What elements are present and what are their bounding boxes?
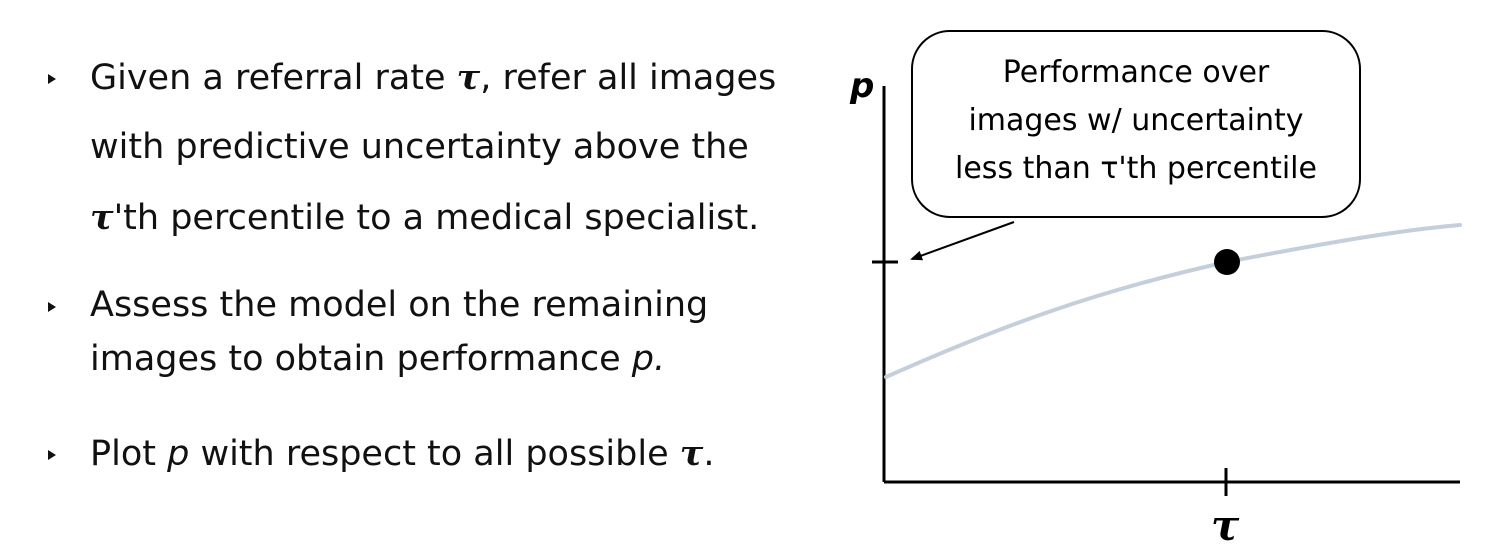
bullet-item-1-line-2: with predictive uncertainty above the: [90, 130, 749, 165]
curve-point-marker: [1214, 249, 1240, 275]
callout-line-2: images w/ uncertainty: [968, 103, 1303, 138]
performance-curve: [884, 223, 1462, 379]
bullet-3-text-b: with respect to all possible: [189, 434, 680, 474]
bullet-item-1-line-3: τ'th percentile to a medical specialist.: [90, 200, 759, 236]
y-axis-label: p: [849, 66, 874, 106]
callout-line-3: less than τ'th percentile: [955, 151, 1317, 186]
bullet-triangle-icon: [48, 74, 56, 84]
bullet-1-line-3-text: 'th percentile to a medical specialist.: [113, 198, 760, 238]
bullet-2-line-1-text: Assess the model on the remaining: [90, 285, 709, 325]
bullet-3-p-symbol: p: [167, 434, 190, 474]
bullet-3-text-a: Plot: [90, 434, 168, 474]
bullet-1-line-3-tau-symbol: τ: [90, 197, 114, 238]
bullet-2-line-2-text-a: images to obtain performance: [90, 339, 632, 379]
bullet-1-tau-symbol: τ: [456, 57, 481, 98]
x-axis-label: τ: [1211, 501, 1240, 550]
bullet-triangle-icon: [48, 302, 56, 312]
bullet-1-text-b: , refer all images: [480, 58, 777, 98]
bullet-1-text-a: Given a referral rate: [90, 58, 457, 98]
bullet-triangle-icon: [48, 450, 56, 460]
bullet-item-2-line-1: Assess the model on the remaining: [48, 285, 709, 325]
bullet-item-1-line-1: Given a referral rate τ, refer all image…: [48, 57, 777, 98]
bullet-3-text-c: .: [703, 434, 715, 474]
bullet-item-2-line-2: images to obtain performance p.: [90, 342, 665, 377]
bullet-3-tau-symbol: τ: [679, 433, 704, 474]
bullet-list: Given a referral rate τ, refer all image…: [48, 57, 777, 474]
bullet-1-line-2-text: with predictive uncertainty above the: [90, 127, 749, 167]
bullet-item-3: Plot p with respect to all possible τ.: [48, 433, 715, 474]
callout-line-1: Performance over: [1003, 55, 1270, 90]
callout-arrow: [910, 221, 1015, 261]
callout-box: [911, 30, 1361, 218]
bullet-2-p-symbol: p.: [631, 339, 666, 379]
